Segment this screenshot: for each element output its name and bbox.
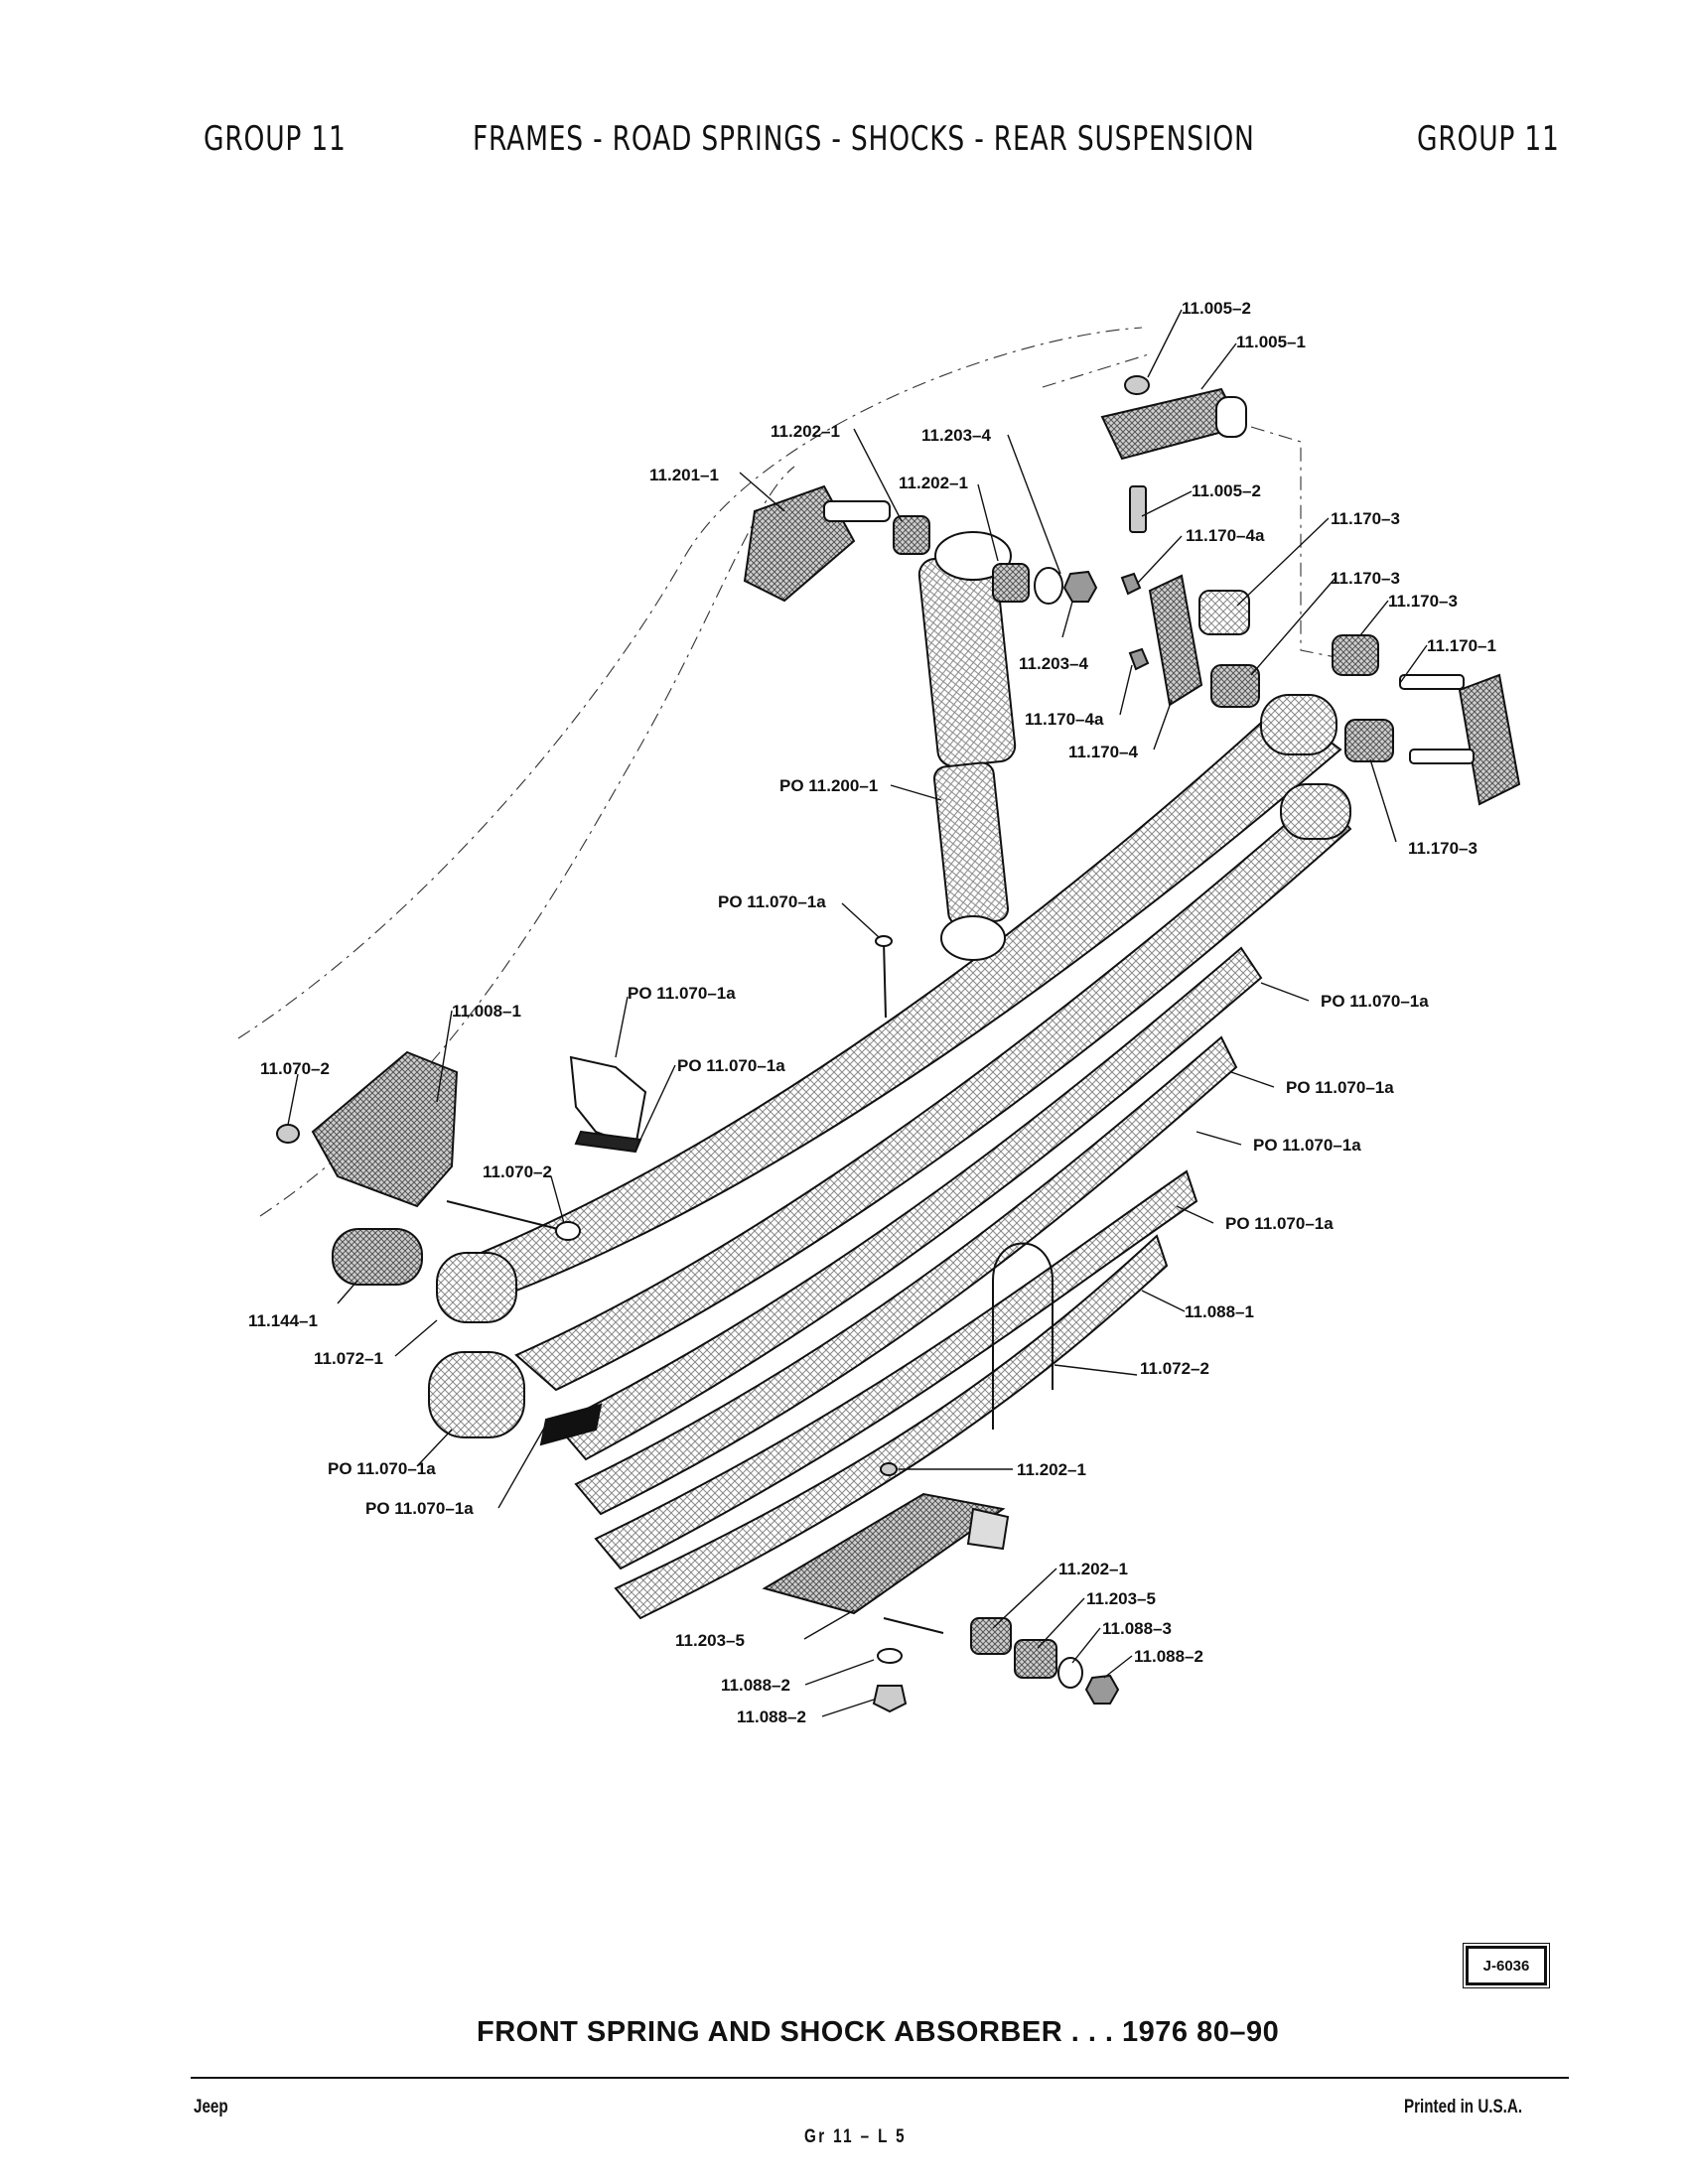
callout-po-11.200-1: PO 11.200–1 bbox=[779, 776, 878, 795]
front-bushing bbox=[332, 1228, 423, 1286]
leaf-spring-assembly bbox=[428, 694, 1352, 1620]
shock-absorber bbox=[893, 515, 1098, 961]
callout-11.008-1: 11.008–1 bbox=[452, 1002, 521, 1021]
callout-leaders bbox=[287, 309, 1428, 1717]
spring-main-leaf bbox=[464, 703, 1342, 1293]
spring-eye-rear bbox=[1260, 694, 1337, 755]
callout-po-11.070-1a-ubolt: 11.202–1 bbox=[1017, 1460, 1086, 1479]
callout-labels: 11.005–2 11.005–1 11.202–1 11.203–4 11.2… bbox=[248, 299, 1496, 1726]
footer-rule bbox=[191, 2077, 1569, 2079]
callout-po-11.070-1a-insert: PO 11.070–1a bbox=[365, 1499, 474, 1518]
header-group-left: GROUP 11 bbox=[204, 119, 347, 159]
callout-11.202-1-a: 11.202–1 bbox=[771, 422, 840, 441]
callout-po-11.070-1a-clip: PO 11.070–1a bbox=[628, 984, 736, 1003]
callout-11.144-1: 11.144–1 bbox=[248, 1311, 318, 1330]
callout-11.088-1: 11.072–2 bbox=[1140, 1359, 1209, 1378]
callout-11.170-4: 11.170–4 bbox=[1068, 743, 1139, 761]
callout-11.005-2-mid: 11.005–2 bbox=[1192, 481, 1261, 500]
callout-11.170-3-a: 11.170–3 bbox=[1331, 509, 1400, 528]
callout-11.088-3: 11.203–5 bbox=[675, 1631, 745, 1650]
callout-11.170-3-b: 11.170–3 bbox=[1331, 569, 1400, 588]
spring-leaf-3 bbox=[554, 946, 1263, 1461]
spring-second-leaf bbox=[514, 792, 1352, 1392]
callout-11.203-4-a: 11.203–4 bbox=[921, 426, 992, 445]
rear-shackle-assembly bbox=[1100, 375, 1521, 806]
callout-po-11.070-1a-leaf4: PO 11.070–1a bbox=[1225, 1214, 1334, 1233]
callout-11.170-1: 11.170–1 bbox=[1427, 636, 1496, 655]
callout-11.203-4-b: 11.203–4 bbox=[1019, 654, 1089, 673]
callout-11.203-5-a: 11.088–3 bbox=[1102, 1619, 1172, 1638]
callout-po-11.070-1a-bolt: PO 11.070–1a bbox=[718, 892, 826, 911]
spring-leaf-5 bbox=[594, 1169, 1198, 1570]
spring-eye-rear-lower bbox=[1280, 783, 1351, 840]
rebound-clip bbox=[569, 935, 893, 1154]
figure-caption: FRONT SPRING AND SHOCK ABSORBER . . . 19… bbox=[477, 2016, 1280, 2048]
callout-11.202-1-d: 11.203–5 bbox=[1086, 1589, 1156, 1608]
header-group-right: GROUP 11 bbox=[1417, 119, 1560, 159]
spring-leaf-6 bbox=[614, 1234, 1169, 1620]
spring-eye-front bbox=[436, 1252, 517, 1323]
callout-po-11.070-1a-pad: PO 11.070–1a bbox=[677, 1056, 785, 1075]
callout-11.070-2-nut: 11.070–2 bbox=[260, 1059, 330, 1078]
callout-po-11.070-1a-leaf3: PO 11.070–1a bbox=[1253, 1136, 1361, 1155]
callout-11.203-5-b: 11.088–2 bbox=[1134, 1647, 1203, 1666]
callout-po-11.070-1a-leaf5: 11.088–1 bbox=[1185, 1302, 1254, 1321]
callout-11.005-2-top: 11.005–2 bbox=[1182, 299, 1251, 318]
callout-11.170-3-c: 11.170–3 bbox=[1388, 592, 1458, 611]
front-shock-bracket bbox=[743, 484, 891, 603]
callout-11.072-2: PO 11.070–1a bbox=[328, 1459, 436, 1478]
spring-leaf-4 bbox=[574, 1035, 1238, 1516]
callout-11.070-2-bolt: 11.070–2 bbox=[483, 1162, 552, 1181]
footer-printed: Printed in U.S.A. bbox=[1404, 2097, 1523, 2117]
callout-11.201-1: 11.201–1 bbox=[649, 466, 719, 484]
callout-11.170-4a-b: 11.170–4a bbox=[1025, 710, 1104, 729]
callout-11.088-2-washer: 11.088–2 bbox=[721, 1676, 790, 1695]
callout-11.088-2-nut: 11.088–2 bbox=[737, 1707, 806, 1726]
callout-po-11.070-1a-leaf2: PO 11.070–1a bbox=[1286, 1078, 1394, 1097]
spring-eye-front-lower bbox=[428, 1351, 525, 1438]
reference-code-badge: J-6036 bbox=[1463, 1943, 1550, 1988]
callout-11.202-1-c: 11.202–1 bbox=[1058, 1560, 1128, 1578]
callout-11.072-1: 11.072–1 bbox=[314, 1349, 383, 1368]
callout-11.170-3-d: 11.170–3 bbox=[1408, 839, 1477, 858]
footer-page-ref: Gr 11 – L 5 bbox=[804, 2126, 908, 2147]
footer-brand: Jeep bbox=[194, 2097, 228, 2117]
front-spring-hanger bbox=[276, 1050, 581, 1286]
callout-11.202-1-b: 11.202–1 bbox=[899, 474, 968, 492]
callout-11.005-1: 11.005–1 bbox=[1236, 333, 1306, 351]
u-bolt-and-plate bbox=[539, 1242, 1120, 1713]
header-title: FRAMES - ROAD SPRINGS - SHOCKS - REAR SU… bbox=[473, 119, 1255, 159]
callout-po-11.070-1a-leaf1: PO 11.070–1a bbox=[1321, 992, 1429, 1011]
callout-11.170-4a-a: 11.170–4a bbox=[1186, 526, 1265, 545]
